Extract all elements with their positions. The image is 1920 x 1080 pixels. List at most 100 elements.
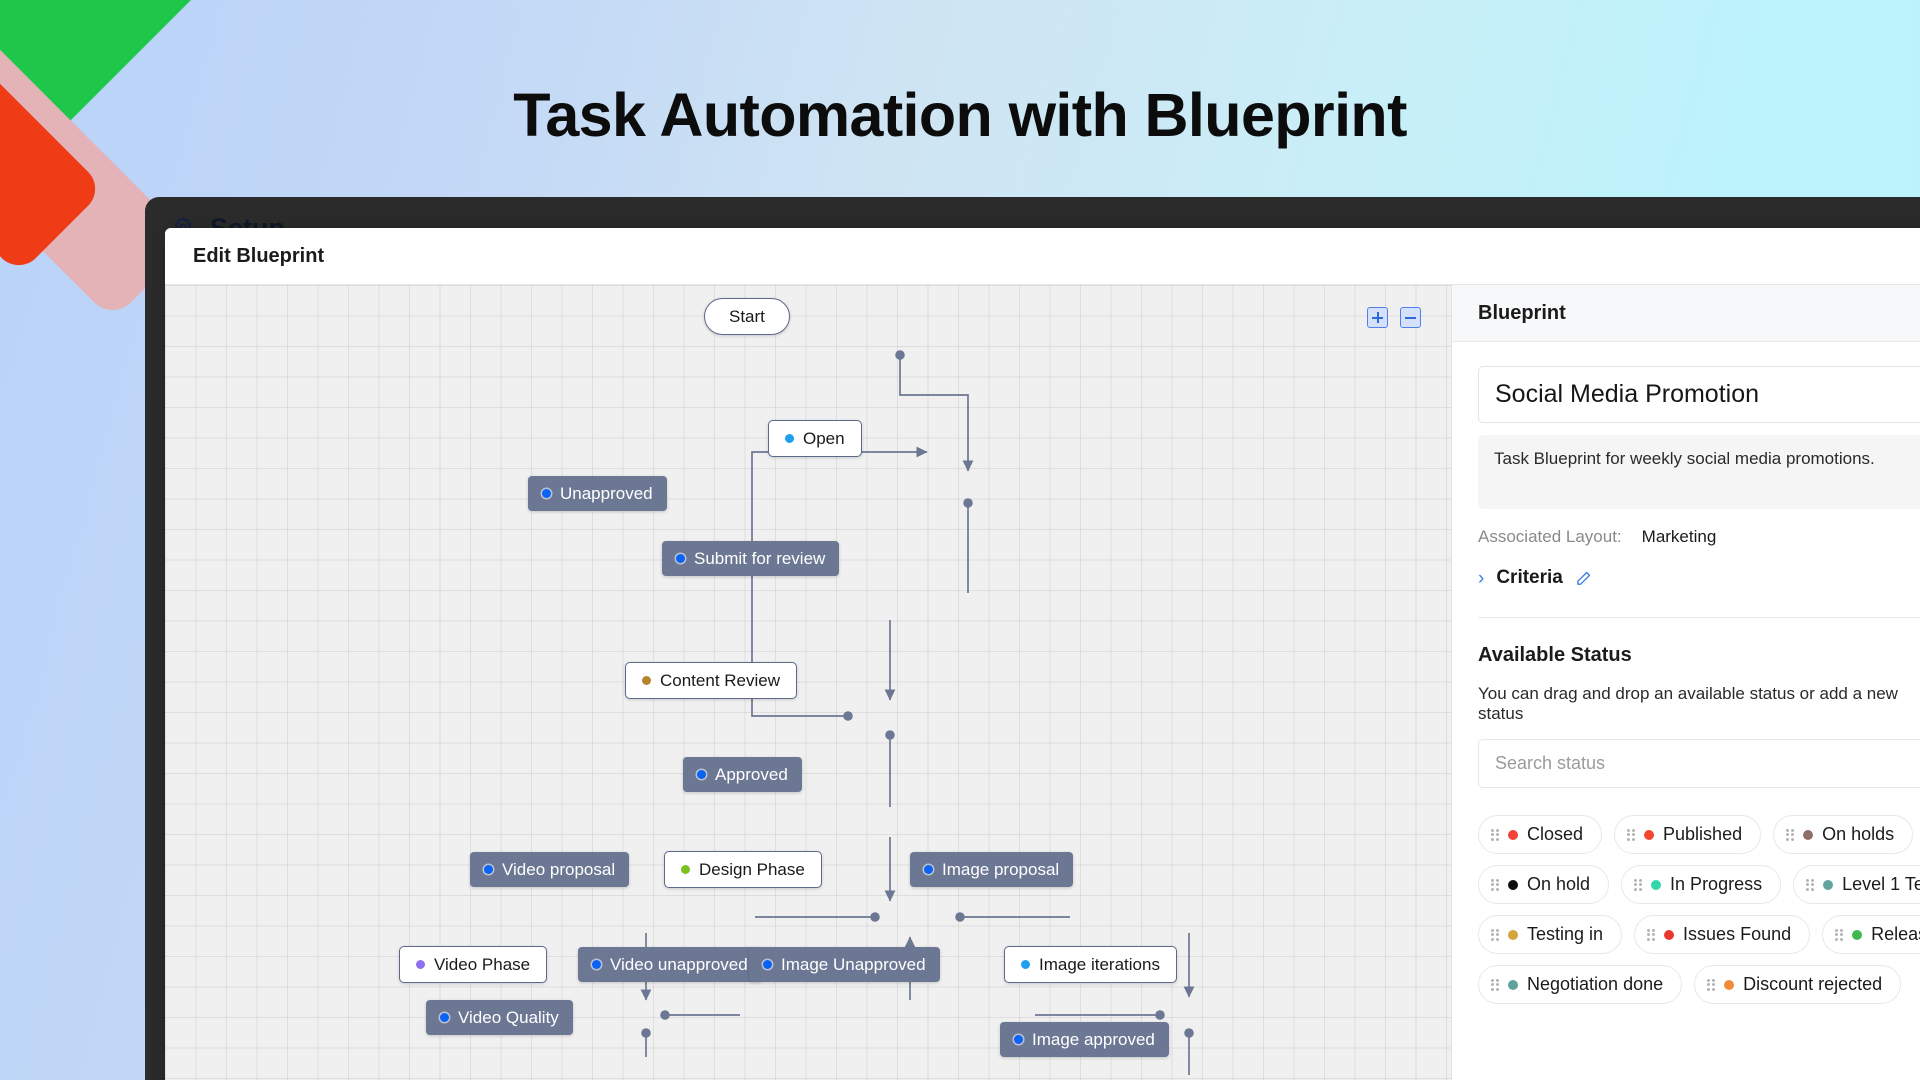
status-chip[interactable]: On hold bbox=[1478, 865, 1610, 904]
drag-handle-icon[interactable] bbox=[1806, 878, 1814, 891]
drag-handle-icon[interactable] bbox=[1491, 928, 1499, 941]
flow-node-label: Image iterations bbox=[1039, 955, 1160, 974]
status-color-dot bbox=[1508, 979, 1518, 990]
status-color-dot bbox=[1644, 829, 1655, 840]
flow-node-label: Approved bbox=[715, 765, 788, 784]
drag-handle-icon[interactable] bbox=[1491, 878, 1499, 891]
edit-blueprint-modal: Edit Blueprint bbox=[165, 228, 1920, 1080]
associated-layout-row: Associated Layout: Marketing bbox=[1478, 527, 1920, 547]
status-chip-label: Discount rejected bbox=[1743, 974, 1883, 994]
flow-node-image-approved[interactable]: Image approved bbox=[1000, 1022, 1169, 1057]
node-status-dot bbox=[592, 960, 601, 969]
status-chip[interactable]: On holds bbox=[1773, 815, 1914, 854]
flow-node-image-unapproved[interactable]: Image Unapproved bbox=[749, 947, 940, 982]
flow-node-label: Video proposal bbox=[502, 860, 616, 879]
flow-node-video-unapproved[interactable]: Video unapproved bbox=[578, 947, 762, 982]
status-color-dot bbox=[1803, 829, 1814, 840]
status-chip-label: On hold bbox=[1527, 874, 1591, 894]
status-color-dot bbox=[1508, 829, 1518, 840]
flow-node-label: Image approved bbox=[1032, 1030, 1155, 1049]
status-color-dot bbox=[1823, 879, 1834, 890]
status-chip[interactable]: Issues Found bbox=[1634, 915, 1811, 954]
panel-divider bbox=[1478, 617, 1920, 618]
zoom-in-button[interactable] bbox=[1367, 307, 1388, 328]
status-color-dot bbox=[1508, 929, 1518, 940]
status-chip[interactable]: Level 1 Testing bbox=[1793, 865, 1920, 904]
panel-header-title: Blueprint bbox=[1478, 301, 1566, 324]
status-hint: You can drag and drop an available statu… bbox=[1478, 684, 1898, 723]
flow-node-label: Submit for review bbox=[694, 549, 826, 568]
flow-node-label: Design Phase bbox=[699, 860, 805, 879]
status-color-dot bbox=[1852, 929, 1863, 940]
status-chip[interactable]: In Progress bbox=[1621, 865, 1782, 904]
flow-node-label: Unapproved bbox=[560, 484, 653, 503]
status-chip[interactable]: Discount rejected bbox=[1694, 965, 1902, 1004]
drag-handle-icon[interactable] bbox=[1707, 978, 1715, 991]
flow-node-image-iterations[interactable]: Image iterations bbox=[1004, 946, 1177, 983]
status-color-dot bbox=[1724, 979, 1735, 990]
page-title: Task Automation with Blueprint bbox=[513, 81, 1407, 149]
status-color-dot bbox=[1664, 929, 1675, 940]
status-color-dot bbox=[1508, 879, 1518, 890]
pencil-icon[interactable] bbox=[1575, 570, 1592, 587]
criteria-section-toggle[interactable]: › Criteria bbox=[1478, 567, 1920, 589]
status-chip-label: Issues Found bbox=[1683, 924, 1792, 944]
status-chip-label: Released bbox=[1871, 924, 1920, 944]
status-chip-label: Published bbox=[1663, 824, 1743, 844]
zoom-out-button[interactable] bbox=[1400, 307, 1421, 328]
node-status-dot bbox=[1021, 960, 1030, 969]
chevron-right-icon[interactable]: › bbox=[1478, 567, 1485, 589]
drag-handle-icon[interactable] bbox=[1835, 928, 1843, 941]
zoom-controls bbox=[1367, 307, 1421, 328]
node-status-dot bbox=[440, 1013, 449, 1022]
flow-node-video-proposal[interactable]: Video proposal bbox=[470, 852, 630, 887]
status-chip-label: Negotiation done bbox=[1527, 974, 1664, 994]
flow-node-design-phase[interactable]: Design Phase bbox=[664, 851, 822, 888]
blueprint-description-field[interactable]: Task Blueprint for weekly social media p… bbox=[1478, 435, 1920, 509]
status-chip[interactable]: Closed bbox=[1478, 815, 1603, 854]
blueprint-details-panel: Blueprint Social Media Promotion Task Bl… bbox=[1451, 285, 1920, 1080]
modal-header: Edit Blueprint bbox=[165, 228, 1920, 285]
flow-node-label: Video Quality bbox=[458, 1008, 559, 1027]
status-chip-label: Closed bbox=[1527, 824, 1584, 844]
search-status-input[interactable] bbox=[1478, 739, 1920, 788]
flow-node-video-phase[interactable]: Video Phase bbox=[399, 946, 548, 983]
associated-layout-value: Marketing bbox=[1641, 527, 1717, 546]
flow-node-label: Image proposal bbox=[942, 860, 1060, 879]
panel-header: Blueprint bbox=[1452, 285, 1920, 342]
modal-title: Edit Blueprint bbox=[193, 244, 325, 267]
flow-node-video-quality[interactable]: Video Quality bbox=[426, 1000, 573, 1035]
flow-node-image-proposal[interactable]: Image proposal bbox=[910, 852, 1074, 887]
flow-node-submit-for-review[interactable]: Submit for review bbox=[662, 541, 840, 576]
drag-handle-icon[interactable] bbox=[1786, 828, 1794, 841]
status-chip[interactable]: Testing in bbox=[1478, 915, 1623, 954]
status-chip-label: On holds bbox=[1822, 824, 1895, 844]
drag-handle-icon[interactable] bbox=[1627, 828, 1635, 841]
node-status-dot bbox=[676, 554, 685, 563]
status-chip-label: Level 1 Testing bbox=[1842, 874, 1920, 894]
node-status-dot bbox=[763, 960, 772, 969]
flow-node-unapproved[interactable]: Unapproved bbox=[528, 476, 667, 511]
node-status-dot bbox=[697, 770, 706, 779]
flow-node-label: Start bbox=[729, 307, 765, 326]
flow-node-approved[interactable]: Approved bbox=[683, 757, 802, 792]
node-status-dot bbox=[642, 676, 651, 685]
drag-handle-icon[interactable] bbox=[1491, 828, 1499, 841]
flow-node-content-review[interactable]: Content Review bbox=[625, 662, 798, 699]
drag-handle-icon[interactable] bbox=[1647, 928, 1655, 941]
status-chip[interactable]: Published bbox=[1614, 815, 1762, 854]
drag-handle-icon[interactable] bbox=[1634, 878, 1642, 891]
flow-node-start[interactable]: Start bbox=[704, 298, 790, 335]
blueprint-name-field[interactable]: Social Media Promotion bbox=[1478, 366, 1920, 423]
flow-node-label: Video Phase bbox=[434, 955, 531, 974]
flow-node-open[interactable]: Open bbox=[768, 420, 862, 457]
flow-node-label: Content Review bbox=[660, 671, 781, 690]
status-chip[interactable]: Released bbox=[1822, 915, 1920, 954]
node-status-dot bbox=[785, 434, 794, 443]
node-status-dot bbox=[542, 489, 551, 498]
node-status-dot bbox=[681, 865, 690, 874]
drag-handle-icon[interactable] bbox=[1491, 978, 1499, 991]
status-chip[interactable]: Negotiation done bbox=[1478, 965, 1683, 1004]
flow-node-label: Image Unapproved bbox=[781, 955, 926, 974]
